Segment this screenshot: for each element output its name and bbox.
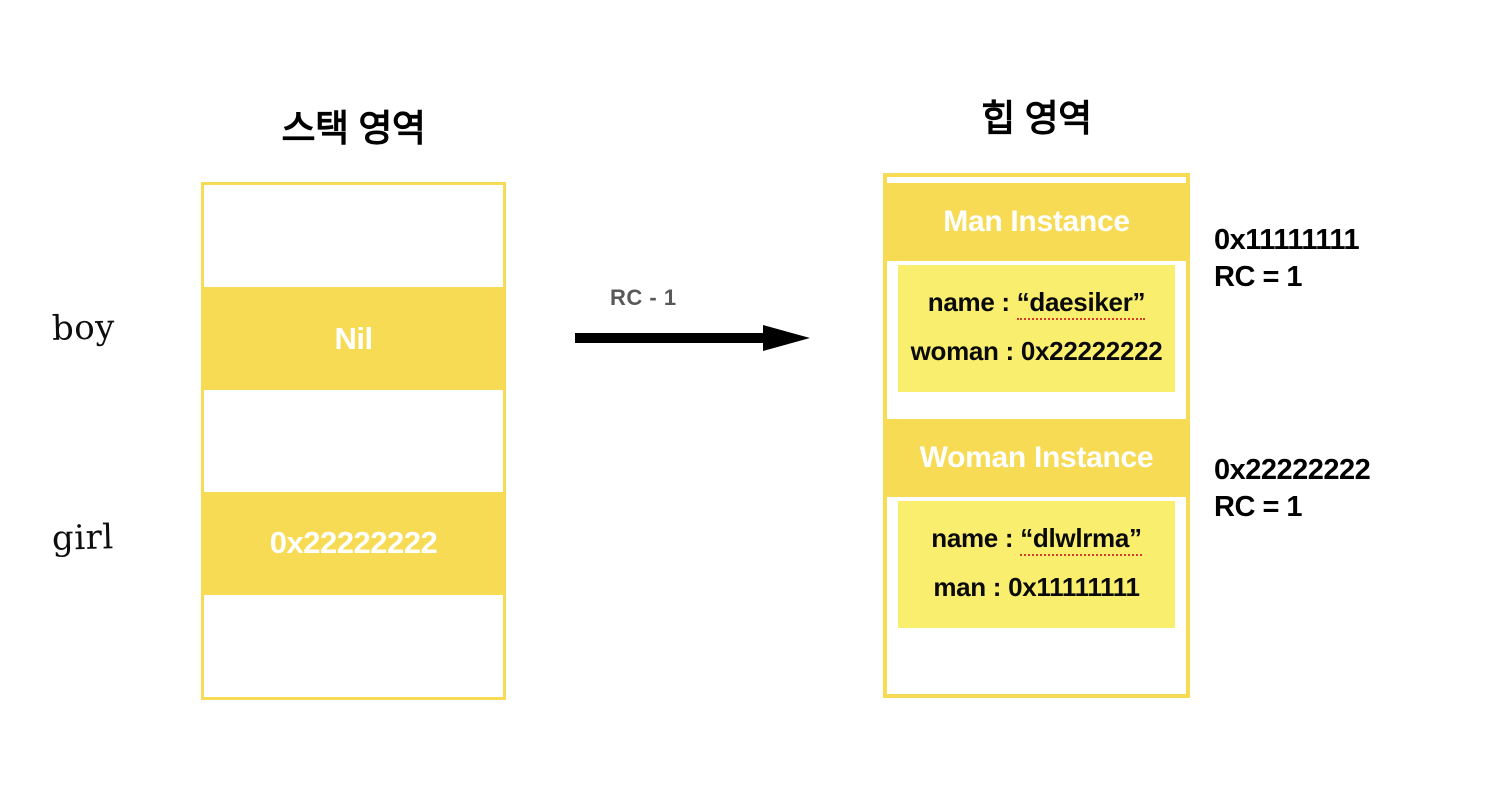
instance-separator-gap (887, 392, 1186, 419)
stack-slot-value: 0x22222222 (269, 525, 438, 561)
field-value: “daesiker” (1016, 287, 1146, 320)
address-note-man: 0x11111111 RC = 1 (1214, 222, 1360, 296)
stack-slot-empty-bottom (204, 594, 503, 698)
field-value: “dlwlrma” (1020, 523, 1142, 556)
address-value: 0x22222222 (1214, 454, 1371, 486)
field-label: name : (927, 287, 1017, 317)
arrow-caption-label: RC - 1 (610, 285, 677, 310)
refcount-value: RC = 1 (1214, 261, 1303, 294)
heap-instance-woman: Woman Instance name : “dlwlrma” man : 0x… (887, 419, 1186, 628)
stack-variable-label-boy: boy (51, 307, 116, 349)
stack-slot-value: Nil (334, 320, 373, 356)
transition-arrow-group: RC - 1 (575, 285, 820, 355)
heap-instance-man: Man Instance name : “daesiker” woman : 0… (887, 183, 1186, 392)
instance-header: Woman Instance (887, 419, 1186, 497)
heap-region-title: 힙 영역 (981, 98, 1092, 139)
instance-header: Man Instance (887, 183, 1186, 261)
instance-field-name: name : “daesiker” (898, 278, 1175, 327)
stack-region-title: 스택 영역 (281, 108, 426, 149)
address-value: 0x11111111 (1214, 224, 1360, 256)
stack-variable-label-girl: girl (51, 517, 115, 559)
field-label: name : (931, 523, 1021, 553)
right-arrow-icon (575, 325, 810, 351)
stack-slot-empty-middle (204, 389, 503, 493)
heap-region-box: Man Instance name : “daesiker” woman : 0… (883, 173, 1190, 698)
stack-slot-girl: 0x22222222 (204, 492, 503, 595)
stack-slot-empty-top (204, 185, 503, 288)
stack-slot-boy: Nil (204, 287, 503, 390)
address-note-woman: 0x22222222 RC = 1 (1214, 452, 1371, 526)
instance-body: name : “daesiker” woman : 0x22222222 (898, 265, 1175, 392)
instance-body: name : “dlwlrma” man : 0x11111111 (898, 501, 1175, 628)
instance-field-man: man : 0x11111111 (933, 572, 1140, 602)
instance-field-woman: woman : 0x22222222 (910, 336, 1163, 366)
stack-region-box: Nil 0x22222222 (201, 182, 506, 700)
instance-field-name: name : “dlwlrma” (898, 514, 1175, 563)
instance-title: Man Instance (943, 205, 1130, 238)
refcount-value: RC = 1 (1214, 491, 1303, 524)
instance-title: Woman Instance (919, 441, 1154, 474)
